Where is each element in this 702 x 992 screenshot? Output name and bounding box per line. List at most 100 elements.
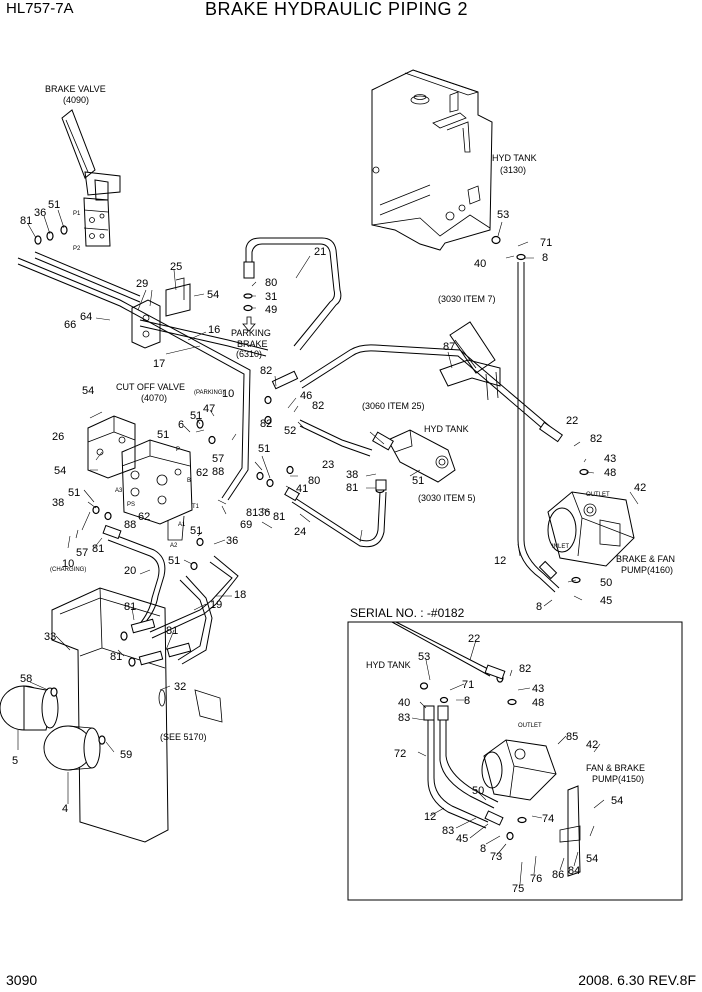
callout: 8	[480, 843, 486, 855]
callout: 4	[62, 803, 68, 815]
callout: 41	[296, 483, 308, 495]
callout: 64	[80, 311, 92, 323]
fan-brake-pump-label-1: FAN & BRAKE	[586, 763, 645, 773]
cut-off-valve-drawing: A3 PS B P T1 A1 A2	[87, 415, 200, 549]
callout: 51	[157, 429, 169, 441]
callout: 57	[76, 547, 88, 559]
callout: 47	[203, 403, 215, 415]
callout: 26	[52, 431, 64, 443]
o-rings	[34, 225, 589, 841]
brake-valve-drawing: P1 P2	[61, 109, 121, 252]
callout: 82	[312, 400, 324, 412]
page-title: BRAKE HYDRAULIC PIPING 2	[205, 0, 469, 19]
part-labels: BRAKE VALVE (4090) HYD TANK (3130) PARKI…	[45, 84, 675, 784]
callout: 54	[207, 289, 219, 301]
port-p2-label: P2	[73, 246, 81, 252]
callout: 80	[265, 277, 277, 289]
callout: 8	[464, 695, 470, 707]
callout: 81	[273, 511, 285, 523]
callout: 45	[456, 833, 468, 845]
parking-label: PARKING	[231, 328, 271, 338]
callout: 36	[258, 507, 270, 519]
callout: 53	[497, 209, 509, 221]
callout: 81	[110, 651, 122, 663]
tank-fitting-drawing	[387, 429, 456, 483]
callout: 16	[208, 324, 220, 336]
hose-ends	[102, 261, 564, 826]
callout: 53	[418, 651, 430, 663]
callout: 33	[44, 631, 56, 643]
model-number: HL757-7A	[6, 0, 74, 17]
callout: 54	[82, 385, 94, 397]
callout: 87	[443, 341, 455, 353]
callout: 20	[124, 565, 136, 577]
callout: 32	[174, 681, 186, 693]
callout: 66	[64, 319, 76, 331]
callout: 54	[611, 795, 623, 807]
accumulator-drawing	[0, 587, 223, 843]
callout: 54	[586, 853, 598, 865]
brake-fan-pump-label-2: PUMP(4160)	[621, 565, 673, 575]
outlet-box-label: OUTLET	[518, 723, 542, 729]
port-p-label: P	[176, 447, 180, 453]
hyd-tank-ref: (3130)	[500, 165, 526, 175]
callout: 29	[136, 278, 148, 290]
callout: 52	[284, 425, 296, 437]
callout: 21	[314, 246, 326, 258]
hose-lines	[17, 237, 561, 665]
callout: 6	[178, 419, 184, 431]
hyd-tank-box-label: HYD TANK	[366, 660, 411, 670]
brake-valve-label: BRAKE VALVE	[45, 84, 106, 94]
callout: 81	[246, 507, 258, 519]
callout-numbers: 81 36 51 25 29 54 16 17 64 66 21 80 31 4…	[12, 199, 646, 895]
callout: 18	[234, 589, 246, 601]
item25-label: (3060 ITEM 25)	[362, 401, 425, 411]
callout: 51	[190, 410, 202, 422]
callout: 82	[590, 433, 602, 445]
hyd-tank-mid-label: HYD TANK	[424, 424, 469, 434]
callout: 62	[196, 467, 208, 479]
callout: 5	[12, 755, 18, 767]
callout: 81	[346, 482, 358, 494]
callout: 85	[566, 731, 578, 743]
callout: 12	[424, 811, 436, 823]
callout: 46	[300, 390, 312, 402]
callout: 62	[138, 511, 150, 523]
callout: 51	[168, 555, 180, 567]
port-a3-label: A3	[115, 488, 123, 494]
bracket-29-drawing	[131, 277, 191, 349]
callout: 51	[48, 199, 60, 211]
callout: 42	[634, 482, 646, 494]
callout: 17	[153, 358, 165, 370]
callout: 22	[468, 633, 480, 645]
pedal-bracket-drawing	[439, 321, 501, 401]
port-p1-label: P1	[73, 211, 81, 217]
brake-fan-pump-label-1: BRAKE & FAN	[616, 554, 675, 564]
callout: 88	[212, 466, 224, 478]
callout: 71	[462, 679, 474, 691]
callout: 82	[260, 418, 272, 430]
hyd-tank-label: HYD TANK	[492, 153, 537, 163]
callout: 50	[472, 785, 484, 797]
callout: 83	[442, 825, 454, 837]
item7-label: (3030 ITEM 7)	[438, 294, 496, 304]
callout: 45	[600, 595, 612, 607]
charging-label: (CHARGING)	[50, 567, 86, 573]
inlet-label: INLET	[552, 544, 569, 550]
callout: 81	[20, 215, 32, 227]
parking-brake-arrow	[242, 316, 256, 332]
callout: 82	[519, 663, 531, 675]
cut-off-valve-label: CUT OFF VALVE	[116, 382, 185, 392]
port-ps-label: PS	[127, 502, 135, 508]
callout: 69	[240, 519, 252, 531]
callout: 36	[226, 535, 238, 547]
callout: 25	[170, 261, 182, 273]
callout: 83	[398, 712, 410, 724]
item5-label: (3030 ITEM 5)	[418, 493, 476, 503]
port-a1-label: A1	[178, 522, 186, 528]
callout: 8	[536, 601, 542, 613]
callout: 40	[398, 697, 410, 709]
parking-ref: (6310)	[236, 349, 262, 359]
serial-no-label: SERIAL NO. : -#0182	[350, 606, 465, 620]
callout: 86	[552, 869, 564, 881]
